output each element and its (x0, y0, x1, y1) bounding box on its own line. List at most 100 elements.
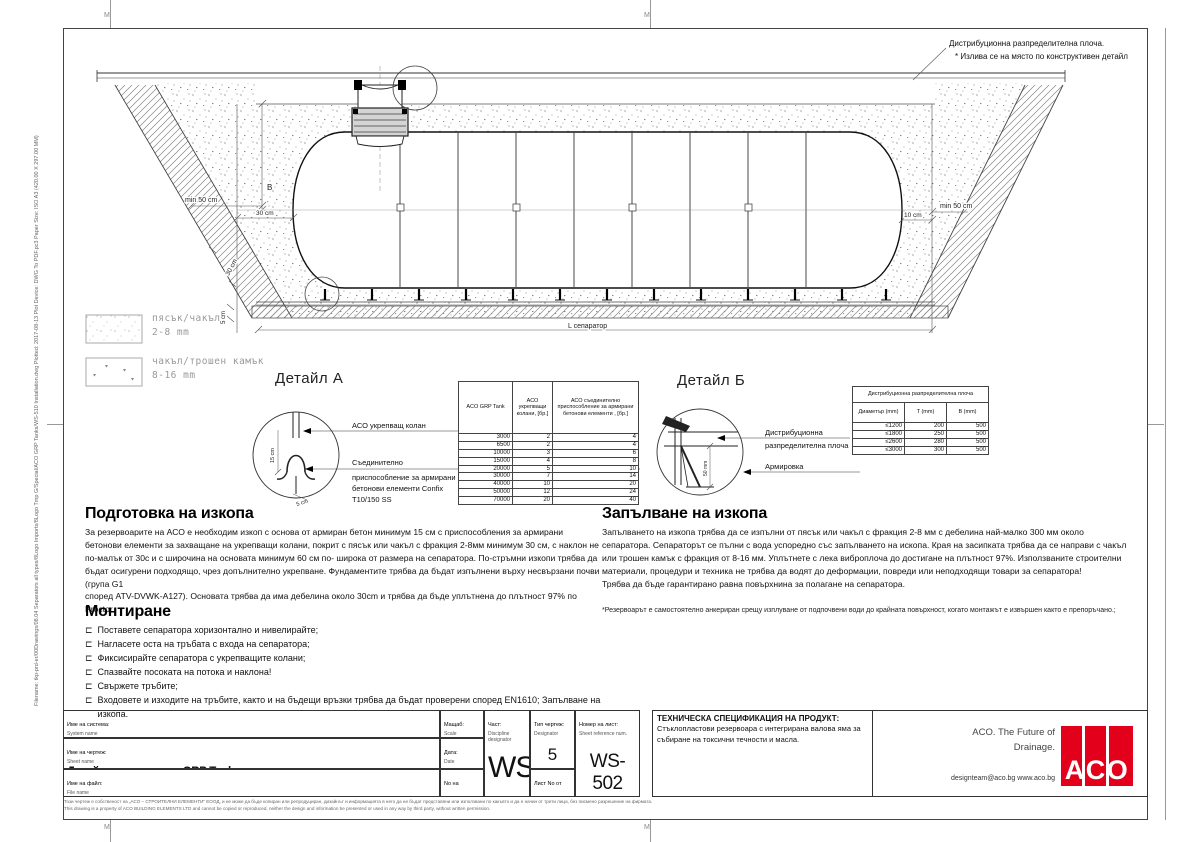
detail-a-ref-circle (304, 276, 340, 312)
note-leader-line (912, 47, 947, 81)
dim-min50-right: min 50 cm (940, 203, 972, 210)
sheet-ref-cell: Номер на лист: Sheet reference num. WS-5… (575, 710, 640, 797)
detail-b-rebar-label: Армировка (765, 462, 804, 471)
mount-heading: Монтиране (85, 603, 171, 620)
mount-item: ⊏Свържете тръбите; (85, 680, 178, 691)
detail-b-ref-circle (392, 65, 438, 111)
col-straps: АСО укрепващи колани, [бр.] (512, 381, 553, 434)
legend-swatch-gravel (85, 357, 143, 387)
sheet-frame (63, 28, 1148, 820)
mount-item: ⊏Поставете сепаратора хоризонтално и нив… (85, 625, 319, 635)
date-cell: Дата: Date 10.05.17 (440, 738, 484, 769)
detail-a-title: Детайл А (275, 370, 344, 387)
mount-item: ⊏Спазвайте посоката на потока и наклона! (85, 666, 272, 677)
file-name-cell: Име на файл: File name ACO GRP Tanks WS-… (63, 769, 440, 797)
col-tank: ACO GRP Tank (458, 381, 513, 434)
copyright-disclaimer: Този чертеж е собственост на „АСО – СТРО… (64, 799, 653, 811)
plate-note-line2: * Излива се на място по конструктивен де… (955, 52, 1128, 61)
discipline-value: WS (488, 751, 530, 784)
fold-mark: M (644, 12, 650, 19)
sheet-count-cell: Лист No от листа: 02 (530, 769, 575, 797)
excavation-section-drawing: B min 50 cm 30 cm 30 cm 5 cm min 50 cm 1… (96, 39, 1128, 334)
mount-item: ⊏Фиксисирайте сепаратора с укрепващите к… (85, 652, 306, 663)
detail-b-plate-label1: Дистрибуционна (765, 428, 824, 437)
brand-tagline-line1: ACO. The Future of (972, 727, 1055, 738)
dimension-lines (187, 99, 968, 334)
paper-edge (1165, 28, 1166, 820)
leader-arrow (717, 435, 725, 441)
col-b: B (mm) (946, 402, 989, 423)
col-diameter: Диаметър (mm) (852, 402, 905, 423)
fill-heading: Запълване на изкопа (602, 505, 768, 522)
spec-body: Стъклопластови резервоара с интегрирана … (657, 724, 861, 744)
detail-b-title: Детайл Б (677, 372, 746, 389)
plate-band (256, 83, 935, 104)
scale-cell: Мащаб: Scale 1:80 (440, 710, 484, 738)
left-slope-hatch (115, 85, 292, 318)
fold-tick (110, 0, 111, 28)
title-block: Име на система: System name ACO GRP Tank… (63, 710, 1148, 797)
dim-5-base: 5 cm (221, 311, 227, 324)
register-tick (1148, 424, 1164, 425)
fold-tick (110, 820, 111, 842)
drawing-type-value: 5 (547, 745, 558, 764)
anchor-feet (320, 289, 891, 301)
date-value: 10.05.17 (444, 767, 480, 768)
dim-10-right: 10 cm (904, 212, 922, 219)
detail-a-confix-label: приспособление за армирани (352, 473, 456, 482)
fold-mark: M (104, 12, 110, 19)
dim-length-label: L сепаратор (568, 323, 607, 330)
spec-title: ТЕХНИЧЕСКА СПЕЦИФИКАЦИЯ НА ПРОДУКТ: (657, 714, 840, 723)
spec-brand-cell: ТЕХНИЧЕСКА СПЕЦИФИКАЦИЯ НА ПРОДУКТ: Стък… (652, 710, 1148, 797)
aco-logo-text: ACO (1065, 755, 1130, 785)
detail-a-strap-label: АСО укрепващ колан (352, 421, 426, 430)
prep-body2: според ATV-DVWK-A127). Основата трябва д… (85, 591, 577, 615)
sheet-name-cell: Име на чертеж: Sheet name Детайл за монт… (63, 738, 440, 769)
slab-edge-wedge (662, 416, 690, 432)
plate-size-table: Дистрибуционна разпределителна плоча Диа… (852, 386, 989, 455)
base-bedding-hatch (251, 305, 949, 319)
detail-b-plate-label2: разпределителна плоча (765, 441, 849, 450)
right-slope-hatch (910, 85, 1063, 318)
fold-mark: M (644, 824, 650, 831)
mount-item: ⊏Нагласете оста на тръбата с входа на се… (85, 638, 310, 649)
aco-logo: ACO (1061, 726, 1133, 786)
manhole-shaft (351, 66, 409, 193)
detail-a-drawing: 15 cm 5 cm АСО укрепващ колан Съединител… (252, 411, 640, 508)
brand-tagline-line2: Drainage. (1013, 742, 1055, 754)
detail-a-confix-label: T10/150 SS (352, 495, 392, 504)
leader-arrow (303, 428, 311, 434)
fold-tick (650, 820, 651, 842)
fold-tick (650, 0, 651, 28)
leader-arrow (305, 466, 313, 472)
plate-table-title: Дистрибуционна разпределителна плоча (852, 386, 989, 403)
detail-b-dim-50: 50 mm (703, 461, 709, 476)
detail-b-drawing: 50 mm Дистрибуционна разпределителна пло… (656, 408, 860, 496)
revision-cell: No на ревизия: Revision num. 0 (440, 769, 484, 797)
discipline-cell: Част: Discipline designator WS (484, 710, 530, 797)
detail-a-confix-label: Съединително (352, 458, 403, 467)
detail-a-dim-15: 15 cm (270, 448, 276, 463)
fold-mark: M (104, 824, 110, 831)
legend-swatch-sand (85, 314, 143, 344)
section-excavation-prep: Подготовка на изкопа За резервоарите на … (85, 505, 602, 616)
col-confix: АСО съединително приспособление за армир… (552, 381, 639, 434)
prep-body1: За резервоарите на АСО е необходим изкоп… (85, 527, 600, 589)
system-name-cell: Име на система: System name ACO GRP Tank… (63, 710, 440, 738)
detail-a-confix-label: бетонови елементи Confix (352, 484, 443, 493)
fill-body: Запълването на изкопа трябва да се изпъл… (602, 527, 1127, 576)
dim-b-label: B (267, 183, 272, 192)
col-t: T (mm) (904, 402, 947, 423)
detail-a-dim-5: 5 cm (296, 498, 310, 508)
brand-contacts: designteam@aco.bg www.aco.bg (951, 775, 1055, 782)
dim-min50-left: min 50 cm (185, 197, 217, 204)
drawing-type-cell: Тип чертеж: Designator 5 (530, 710, 575, 769)
fill-body2: Трябва да бъде гарантирано равна повърхн… (602, 578, 905, 589)
prep-heading: Подготовка на изкопа (85, 505, 254, 522)
dim-30-left: 30 cm (256, 210, 274, 217)
rib-clamp-markers (396, 203, 753, 212)
mount-item: ⊏Входовете и изходите на тръбите, както … (85, 694, 601, 719)
